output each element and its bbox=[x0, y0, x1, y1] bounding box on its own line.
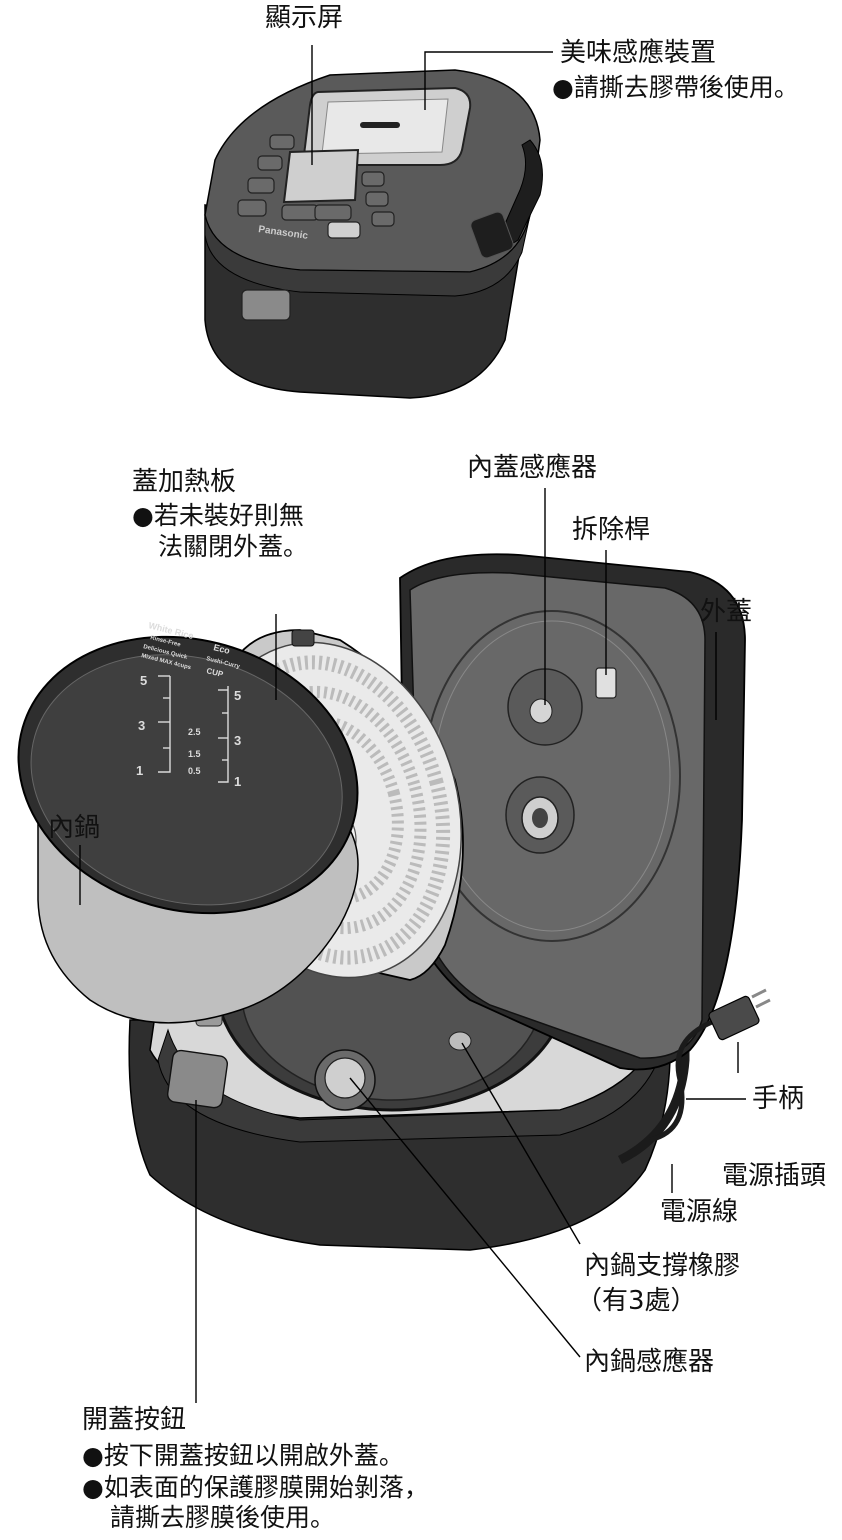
label-taste-sensor-note: ●請撕去膠帶後使用。 bbox=[552, 73, 799, 102]
label-heating-plate: 蓋加熱板 bbox=[132, 467, 237, 497]
label-open-button-note-2: ●如表面的保護膠膜開始剝落， bbox=[82, 1473, 429, 1502]
pot-left-3: 3 bbox=[138, 718, 145, 733]
pot-mid-25: 2.5 bbox=[188, 727, 201, 737]
open-cooker: White Rice Rinse-Free Delicious Quick Mi… bbox=[17, 488, 771, 1403]
label-taste-sensor: 美味感應裝置 bbox=[560, 38, 717, 68]
pot-left-5: 5 bbox=[140, 673, 147, 688]
label-pot-sensor: 內鍋感應器 bbox=[584, 1347, 715, 1377]
label-handle: 手柄 bbox=[752, 1084, 805, 1114]
label-heating-plate-note-2: 法關閉外蓋。 bbox=[158, 532, 309, 561]
pot-right-5: 5 bbox=[234, 688, 241, 703]
label-open-button-note-3: 請撕去膠膜後使用。 bbox=[110, 1503, 336, 1532]
label-open-button: 開蓋按鈕 bbox=[82, 1405, 187, 1435]
pot-left-1: 1 bbox=[136, 763, 143, 778]
pot-right-1: 1 bbox=[234, 774, 241, 789]
label-pot-support-rubber: 內鍋支撐橡膠 bbox=[584, 1251, 741, 1281]
label-outer-lid: 外蓋 bbox=[700, 597, 753, 627]
pot-mid-15: 1.5 bbox=[188, 749, 201, 759]
pot-eco: Eco bbox=[213, 642, 232, 656]
label-release-lever: 拆除桿 bbox=[572, 515, 651, 545]
label-display: 顯示屏 bbox=[265, 3, 344, 33]
label-inner-lid-sensor: 內蓋感應器 bbox=[467, 453, 598, 483]
label-power-cord: 電源線 bbox=[660, 1197, 739, 1227]
label-open-button-note-1: ●按下開蓋按鈕以開啟外蓋。 bbox=[82, 1441, 404, 1470]
pot-cup: CUP bbox=[206, 666, 225, 679]
label-inner-pot: 內鍋 bbox=[48, 813, 101, 843]
pot-mid-05: 0.5 bbox=[188, 766, 201, 776]
label-pot-support-rubber-note: （有3處） bbox=[576, 1286, 697, 1316]
label-heating-plate-note-1: ●若未裝好則無 bbox=[132, 501, 304, 530]
closed-cooker: Panasonic bbox=[204, 45, 553, 399]
pot-right-3: 3 bbox=[234, 733, 241, 748]
label-power-plug: 電源插頭 bbox=[722, 1161, 827, 1191]
